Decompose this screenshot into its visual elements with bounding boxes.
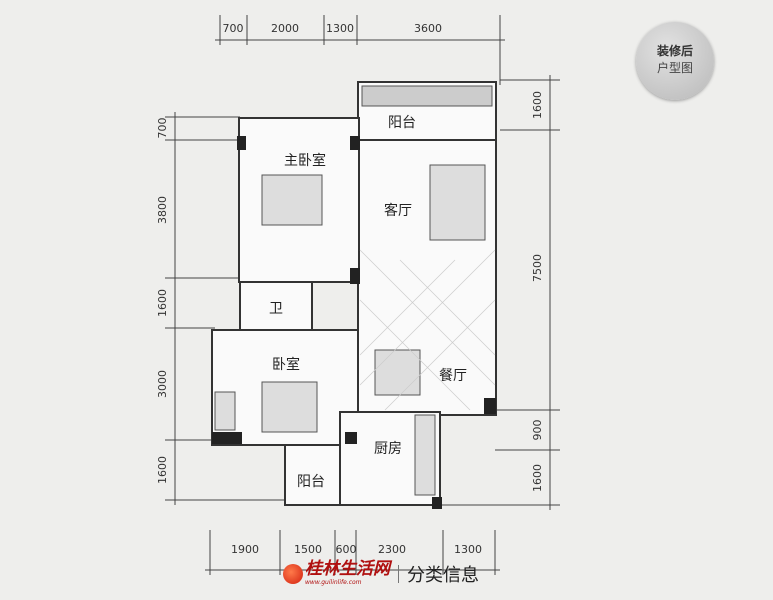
left-dimensions: 700 3800 1600 3000 1600 <box>156 118 169 485</box>
dim-label: 3000 <box>156 370 169 398</box>
dim-label: 1500 <box>294 543 322 556</box>
bed-icon <box>261 174 323 226</box>
room-label-balcony-top: 阳台 <box>388 115 416 131</box>
dim-label: 1600 <box>156 289 169 317</box>
dim-label: 700 <box>156 118 169 139</box>
right-dimensions: 1600 7500 900 1600 <box>531 91 544 492</box>
badge-line1: 装修后 <box>656 44 693 58</box>
badge-line2: 户型图 <box>656 61 693 75</box>
wall-columns <box>212 136 496 509</box>
dim-label: 2300 <box>378 543 406 556</box>
dim-label: 600 <box>336 543 357 556</box>
room-label-bedroom: 卧室 <box>272 356 300 373</box>
dimension-lines <box>165 15 560 575</box>
watermark-url: www.guilinlife.com <box>305 579 362 586</box>
bathroom-area <box>239 281 313 331</box>
dim-label: 3600 <box>414 22 442 35</box>
watermark-category: 分类信息 <box>407 564 479 586</box>
room-label-balcony-bottom: 阳台 <box>297 474 325 490</box>
dim-label: 2000 <box>271 22 299 35</box>
dim-label: 1300 <box>326 22 354 35</box>
room-label-living-room: 客厅 <box>384 202 412 219</box>
watermark: 桂林生活网 www.guilinlife.com 分类信息 <box>283 560 479 587</box>
renovated-floorplan-badge: 装修后 户型图 <box>636 22 714 100</box>
watermark-divider <box>398 564 399 583</box>
dining-table-icon <box>374 349 421 396</box>
sofa-icon <box>429 164 486 241</box>
bed-icon <box>261 381 318 433</box>
dim-label: 1600 <box>531 464 544 492</box>
dim-label: 7500 <box>531 254 544 282</box>
dim-label: 1600 <box>156 456 169 484</box>
room-label-dining-room: 餐厅 <box>439 368 467 384</box>
diagonal-tiles <box>359 249 496 411</box>
room-label-kitchen: 厨房 <box>374 441 402 457</box>
watermark-site-block: 桂林生活网 www.guilinlife.com <box>305 560 390 587</box>
dim-label: 1300 <box>454 543 482 556</box>
wardrobe-icon <box>214 391 236 431</box>
dim-label: 1600 <box>531 91 544 119</box>
dim-label: 700 <box>223 22 244 35</box>
watermark-site: 桂林生活网 <box>305 559 390 579</box>
room-label-master-bedroom: 主卧室 <box>284 152 326 169</box>
room-label-bathroom: 卫 <box>269 301 283 317</box>
top-dimensions: 700 2000 1300 3600 <box>223 22 443 35</box>
kitchen-counter-icon <box>414 414 436 496</box>
bottom-dimensions: 1900 1500 600 2300 1300 <box>231 543 482 556</box>
site-logo-icon <box>283 563 303 584</box>
balcony-bottom-area <box>284 444 341 506</box>
dim-label: 3800 <box>156 196 169 224</box>
dim-label: 900 <box>531 420 544 441</box>
dim-label: 1900 <box>231 543 259 556</box>
plants-icon <box>361 85 493 107</box>
furniture <box>214 85 493 496</box>
